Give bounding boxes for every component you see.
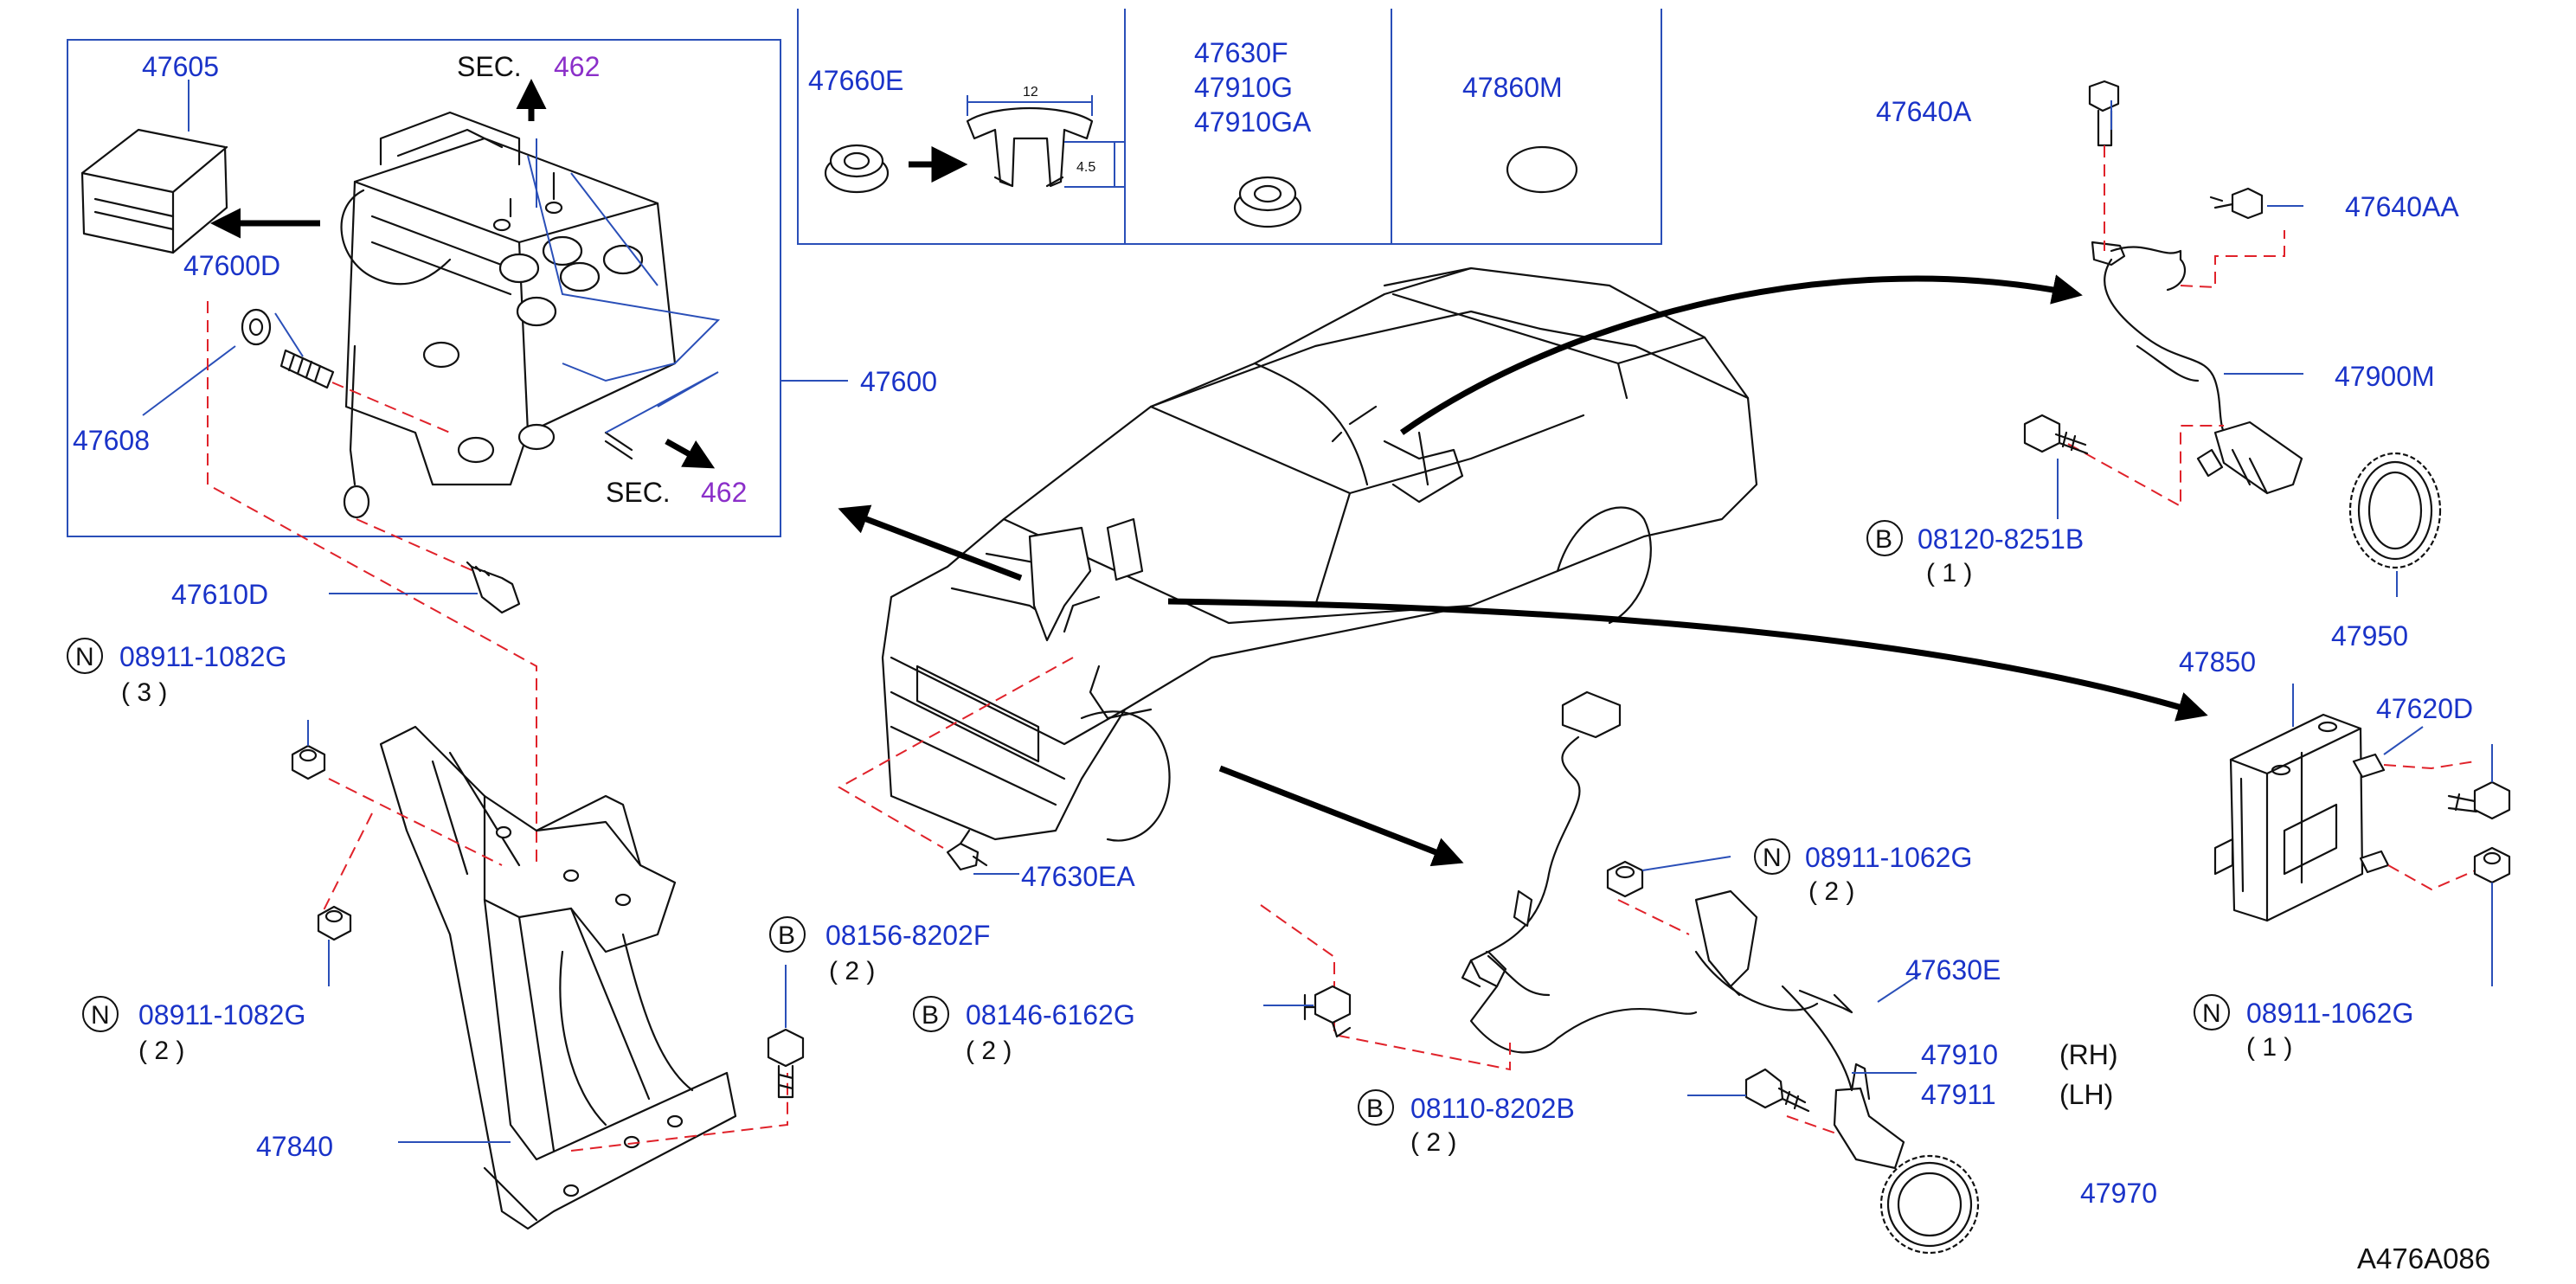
qty-08110: ( 2 ) — [1410, 1128, 1456, 1157]
svg-text:B: B — [1366, 1095, 1384, 1123]
label-47910G[interactable]: 47910G — [1194, 72, 1293, 103]
bracket-47840-drawing — [379, 725, 737, 1230]
dimension-width: 12 — [1023, 85, 1038, 100]
bolt-08146-drawing — [1303, 985, 1352, 1038]
sec-462-top-link[interactable]: 462 — [554, 51, 600, 82]
label-08911-1062G-right[interactable]: 08911-1062G — [2246, 998, 2413, 1029]
qty-08911-1062G-mid: ( 2 ) — [1808, 877, 1854, 906]
actuator-group — [67, 39, 848, 865]
label-08110-8202B[interactable]: 08110-8202B — [1410, 1093, 1575, 1124]
front-sensor-drawing — [1461, 690, 1905, 1170]
svg-text:B: B — [1875, 525, 1892, 554]
tone-ring-47950-drawing — [2348, 452, 2442, 569]
qty-08911-1062G-right: ( 1 ) — [2246, 1033, 2292, 1062]
label-47600[interactable]: 47600 — [860, 366, 937, 397]
svg-text:N: N — [91, 1001, 110, 1030]
nut-47630EA-drawing — [946, 829, 988, 871]
label-47605[interactable]: 47605 — [142, 51, 219, 82]
rear-sensor-drawing — [2088, 80, 2303, 495]
label-47950[interactable]: 47950 — [2331, 620, 2408, 652]
actuator-frame — [67, 39, 781, 537]
label-47630E[interactable]: 47630E — [1905, 954, 2001, 985]
label-47911[interactable]: 47911 — [1921, 1079, 1996, 1110]
badge-n-08911-1082G-2: N — [82, 996, 119, 1032]
grommet-47630F-drawing — [1233, 176, 1302, 228]
diagram-reference: A476A086 — [2357, 1242, 2490, 1274]
bolt-08120-drawing — [2023, 414, 2089, 455]
bolt-08110-drawing — [1744, 1068, 1810, 1113]
svg-text:N: N — [75, 643, 94, 671]
label-rh: (RH) — [2059, 1039, 2118, 1070]
bolt-08156-drawing — [767, 1028, 805, 1099]
sec-462-bottom-link[interactable]: 462 — [701, 477, 747, 508]
actuator-body-drawing — [340, 111, 677, 519]
label-47600D[interactable]: 47600D — [183, 250, 280, 281]
svg-text:B: B — [922, 1001, 939, 1030]
label-47970[interactable]: 47970 — [2080, 1178, 2157, 1209]
badge-b-08120: B — [1866, 520, 1903, 556]
grommet-section-drawing — [966, 106, 1094, 188]
label-08911-1082G-3[interactable]: 08911-1082G — [119, 641, 286, 672]
label-47910GA[interactable]: 47910GA — [1194, 106, 1312, 138]
qty-08911-1082G-2: ( 2 ) — [138, 1037, 184, 1065]
svg-text:B: B — [778, 921, 795, 950]
nut-08911-1082G-2-drawing — [317, 905, 352, 941]
label-47850[interactable]: 47850 — [2179, 646, 2256, 677]
label-47630EA[interactable]: 47630EA — [1021, 861, 1135, 892]
label-08146-6162G[interactable]: 08146-6162G — [966, 999, 1135, 1030]
label-47608[interactable]: 47608 — [73, 425, 150, 456]
label-47840[interactable]: 47840 — [256, 1131, 333, 1162]
label-08156-8202F[interactable]: 08156-8202F — [825, 920, 990, 951]
sec-label-bottom: SEC. — [606, 477, 671, 508]
label-47860M[interactable]: 47860M — [1462, 72, 1563, 103]
qty-08911-1082G-3: ( 3 ) — [121, 678, 167, 707]
label-47640AA[interactable]: 47640AA — [2345, 191, 2459, 222]
control-unit-47850-drawing — [2213, 713, 2390, 922]
svg-text:N: N — [1763, 844, 1782, 872]
car-drawing — [881, 266, 1758, 842]
label-47910[interactable]: 47910 — [1921, 1039, 1998, 1070]
bolt-47620D-drawing — [2447, 780, 2511, 820]
parts-table — [797, 9, 1662, 245]
badge-n-08911-1062G-right: N — [2194, 994, 2230, 1030]
dimension-height: 4.5 — [1076, 160, 1095, 175]
grommet-47660E-drawing — [824, 144, 890, 194]
label-47640A[interactable]: 47640A — [1876, 96, 1972, 127]
badge-b-08110: B — [1358, 1089, 1394, 1126]
label-47610D[interactable]: 47610D — [171, 579, 268, 610]
badge-n-08911-1062G-mid: N — [1754, 838, 1790, 875]
label-08911-1062G-mid[interactable]: 08911-1062G — [1805, 842, 1972, 873]
box-47605-drawing — [80, 80, 228, 254]
nut-08911-1062G-1-drawing — [2473, 846, 2511, 884]
qty-08146: ( 2 ) — [966, 1037, 1012, 1065]
svg-text:N: N — [2202, 999, 2221, 1028]
label-47630F[interactable]: 47630F — [1194, 37, 1288, 68]
badge-b-08156: B — [769, 916, 806, 953]
nut-08911-1062G-2-drawing — [1606, 860, 1644, 898]
seal-47860M-drawing — [1506, 145, 1578, 194]
badge-n-08911-1082G-3: N — [67, 638, 103, 674]
label-08120-8251B[interactable]: 08120-8251B — [1918, 523, 2084, 555]
label-47900M[interactable]: 47900M — [2335, 361, 2435, 392]
nut-08911-1082G-3-drawing — [291, 744, 326, 780]
badge-b-08146: B — [913, 996, 949, 1032]
bolt-47600D-drawing — [279, 349, 335, 389]
washer-47608-drawing — [241, 308, 272, 346]
label-47620D[interactable]: 47620D — [2376, 693, 2473, 724]
qty-08156: ( 2 ) — [829, 957, 875, 985]
bolt-47610D-drawing — [466, 561, 521, 614]
label-08911-1082G-2[interactable]: 08911-1082G — [138, 999, 305, 1030]
tone-ring-47970-drawing — [1879, 1154, 1980, 1255]
label-lh: (LH) — [2059, 1079, 2113, 1110]
qty-08120: ( 1 ) — [1926, 559, 1972, 587]
sec-label-top: SEC. — [457, 51, 522, 82]
label-47660E[interactable]: 47660E — [808, 65, 903, 96]
